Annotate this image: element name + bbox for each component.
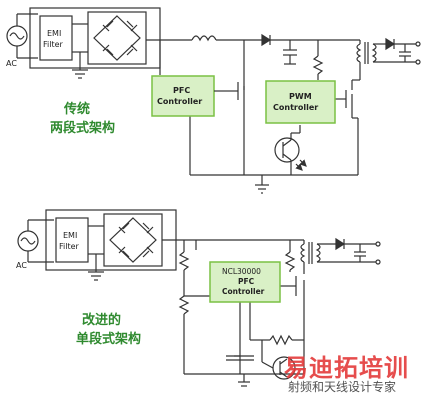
top-caption-line1: 传统 xyxy=(64,102,91,117)
top-ac-source-symbol xyxy=(6,25,28,47)
bottom-circuit xyxy=(17,209,381,387)
watermark-title: 易迪拓培训 xyxy=(284,354,409,382)
watermark-subtitle: 射频和天线设计专家 xyxy=(288,380,397,394)
bottom-ac-source-symbol xyxy=(17,230,39,252)
top-emi-filter-box xyxy=(39,15,73,61)
bottom-emi-label-2: Filter xyxy=(59,242,80,251)
top-emi-label-1: EMI xyxy=(47,29,61,38)
bottom-emi-filter-box xyxy=(55,217,89,263)
bottom-bridge-rectifier-box xyxy=(103,213,163,267)
bottom-caption-line2: 单段式架构 xyxy=(76,332,142,347)
top-emi-label-2: Filter xyxy=(43,40,64,49)
top-bridge-rectifier-box xyxy=(87,11,147,65)
bottom-ncl30000-controller-box xyxy=(209,261,281,303)
top-pfc-inductor xyxy=(191,35,217,42)
top-circuit xyxy=(6,7,421,194)
bottom-ctrl-label-2: PFC xyxy=(238,277,255,286)
top-caption-line2: 两段式架构 xyxy=(50,121,116,136)
bottom-ctrl-label-1: NCL30000 xyxy=(222,267,261,276)
top-pwm-label-1: PWM xyxy=(289,92,312,101)
top-ac-label: AC xyxy=(6,59,17,68)
top-optocoupler-symbol xyxy=(274,137,300,163)
bottom-ac-label: AC xyxy=(16,261,27,270)
bottom-ctrl-label-3: Controller xyxy=(222,287,265,296)
top-pfc-label-2: Controller xyxy=(157,97,202,106)
top-pwm-label-2: Controller xyxy=(273,103,318,112)
top-pwm-controller-box xyxy=(265,80,336,124)
bottom-caption-line1: 改进的 xyxy=(82,313,122,328)
top-pfc-controller-box xyxy=(151,75,215,117)
top-pfc-label-1: PFC xyxy=(173,86,190,95)
bottom-emi-label-1: EMI xyxy=(63,231,77,240)
